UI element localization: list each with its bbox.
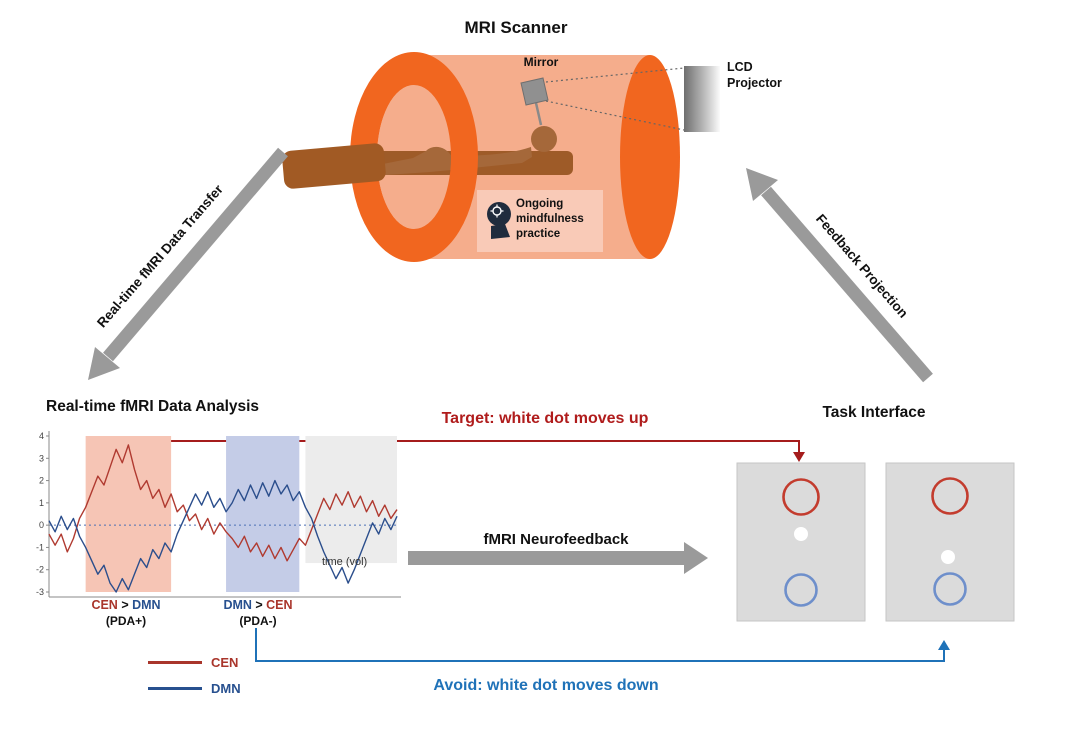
svg-text:-3: -3 bbox=[36, 587, 44, 597]
task-interface-title: Task Interface bbox=[822, 404, 926, 421]
lcd-projector bbox=[684, 66, 720, 132]
feedback-white-dot-2 bbox=[941, 550, 955, 564]
cen-line-swatch bbox=[148, 661, 202, 664]
feedback-white-dot-1 bbox=[794, 527, 808, 541]
projection-dotted-lines bbox=[545, 67, 685, 131]
region1-label: CEN > DMN bbox=[91, 598, 160, 612]
avoid-connector bbox=[255, 628, 950, 662]
task-panel-1 bbox=[736, 462, 866, 622]
region2-label: DMN > CEN bbox=[223, 598, 292, 612]
region1-dmn: DMN bbox=[132, 598, 161, 612]
bed-outer-slab bbox=[282, 143, 386, 189]
region2-sublabel: (PDA-) bbox=[239, 614, 277, 628]
mirror-label: Mirror bbox=[523, 55, 559, 69]
mirror-illustration bbox=[520, 77, 549, 126]
legend-item-cen: CEN bbox=[148, 655, 241, 670]
lcd-projector-label: LCD Projector bbox=[727, 60, 782, 91]
legend-label-cen: CEN bbox=[211, 655, 239, 670]
avoid-circle-blue-2 bbox=[933, 572, 967, 606]
svg-text:3: 3 bbox=[39, 453, 44, 463]
legend-item-dmn: DMN bbox=[148, 681, 241, 696]
avoid-circle-blue-1 bbox=[784, 573, 818, 607]
svg-text:-1: -1 bbox=[36, 542, 44, 552]
neurofeedback-arrow-label: fMRI Neurofeedback bbox=[483, 531, 629, 548]
feedback-projection-arrow bbox=[746, 168, 933, 383]
mindfulness-label: Ongoing mindfulness practice bbox=[516, 198, 584, 240]
mindfulness-box bbox=[477, 190, 603, 252]
target-connector-label: Target: white dot moves up bbox=[441, 410, 649, 427]
svg-text:2: 2 bbox=[39, 476, 44, 486]
target-circle-red-2 bbox=[931, 477, 969, 515]
svg-text:-2: -2 bbox=[36, 565, 44, 575]
mri-scanner-title: MRI Scanner bbox=[464, 18, 568, 37]
scanner-bore-ring bbox=[350, 52, 478, 262]
data-transfer-arrow bbox=[88, 147, 288, 380]
svg-text:0: 0 bbox=[39, 520, 44, 530]
chart-x-axis-label: time (vol) bbox=[322, 556, 368, 568]
svg-text:1: 1 bbox=[39, 498, 44, 508]
region2-dmn: DMN bbox=[223, 598, 252, 612]
mindful-brain-icon bbox=[487, 202, 511, 239]
task-panel-2 bbox=[885, 462, 1015, 622]
region1-cen: CEN bbox=[91, 598, 118, 612]
dmn-line-swatch bbox=[148, 687, 202, 690]
fmri-timeseries-chart: 4 3 2 1 0 -1 -2 -3 bbox=[36, 431, 401, 598]
neurofeedback-arrow bbox=[408, 542, 708, 574]
chart-legend: CEN DMN bbox=[148, 655, 241, 696]
analysis-section-title: Real-time fMRI Data Analysis bbox=[46, 398, 260, 415]
task-interface-panels bbox=[736, 462, 1015, 622]
target-circle-red-1 bbox=[782, 478, 820, 516]
region2-cen: CEN bbox=[266, 598, 293, 612]
region1-sublabel: (PDA+) bbox=[105, 614, 147, 628]
mri-scanner-illustration bbox=[282, 52, 720, 262]
avoid-connector-label: Avoid: white dot moves down bbox=[433, 677, 659, 694]
svg-text:4: 4 bbox=[39, 431, 44, 441]
region1-op: > bbox=[117, 598, 133, 612]
patient-silhouette bbox=[357, 126, 557, 177]
legend-label-dmn: DMN bbox=[211, 681, 241, 696]
region2-op: > bbox=[251, 598, 267, 612]
